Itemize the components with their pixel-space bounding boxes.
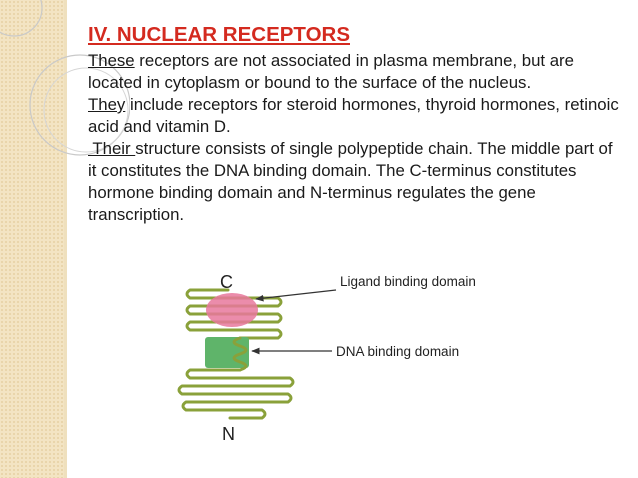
c-terminus-label: C bbox=[220, 272, 233, 292]
paragraph-lead-these: These bbox=[88, 51, 135, 70]
dna-domain-chain bbox=[232, 336, 248, 372]
side-band-edge bbox=[64, 0, 67, 478]
paragraph-location: These receptors are not associated in pl… bbox=[88, 50, 623, 94]
ligand-arrow bbox=[255, 289, 337, 302]
paragraph-structure: Their structure consists of single polyp… bbox=[88, 138, 623, 226]
ligand-binding-domain bbox=[206, 293, 258, 327]
slide-content: IV. NUCLEAR RECEPTORS These receptors ar… bbox=[88, 22, 623, 226]
paragraph-types: They include receptors for steroid hormo… bbox=[88, 94, 623, 138]
dna-domain-label: DNA binding domain bbox=[336, 344, 459, 359]
lower-chain-coils bbox=[177, 368, 295, 420]
paragraph-text-structure: structure consists of single polypeptide… bbox=[88, 139, 613, 224]
paragraph-lead-their: Their bbox=[88, 139, 136, 158]
paragraph-text-types: include receptors for steroid hormones, … bbox=[88, 95, 619, 136]
decorative-side-band bbox=[0, 0, 64, 478]
paragraph-text-location: receptors are not associated in plasma m… bbox=[88, 51, 574, 92]
slide-title: IV. NUCLEAR RECEPTORS bbox=[88, 23, 350, 46]
receptor-diagram: C N Ligand binding domain DNA binding do… bbox=[177, 272, 476, 444]
ligand-domain-label: Ligand binding domain bbox=[340, 274, 476, 289]
n-terminus-label: N bbox=[222, 424, 235, 444]
paragraph-lead-they: They bbox=[88, 95, 126, 114]
